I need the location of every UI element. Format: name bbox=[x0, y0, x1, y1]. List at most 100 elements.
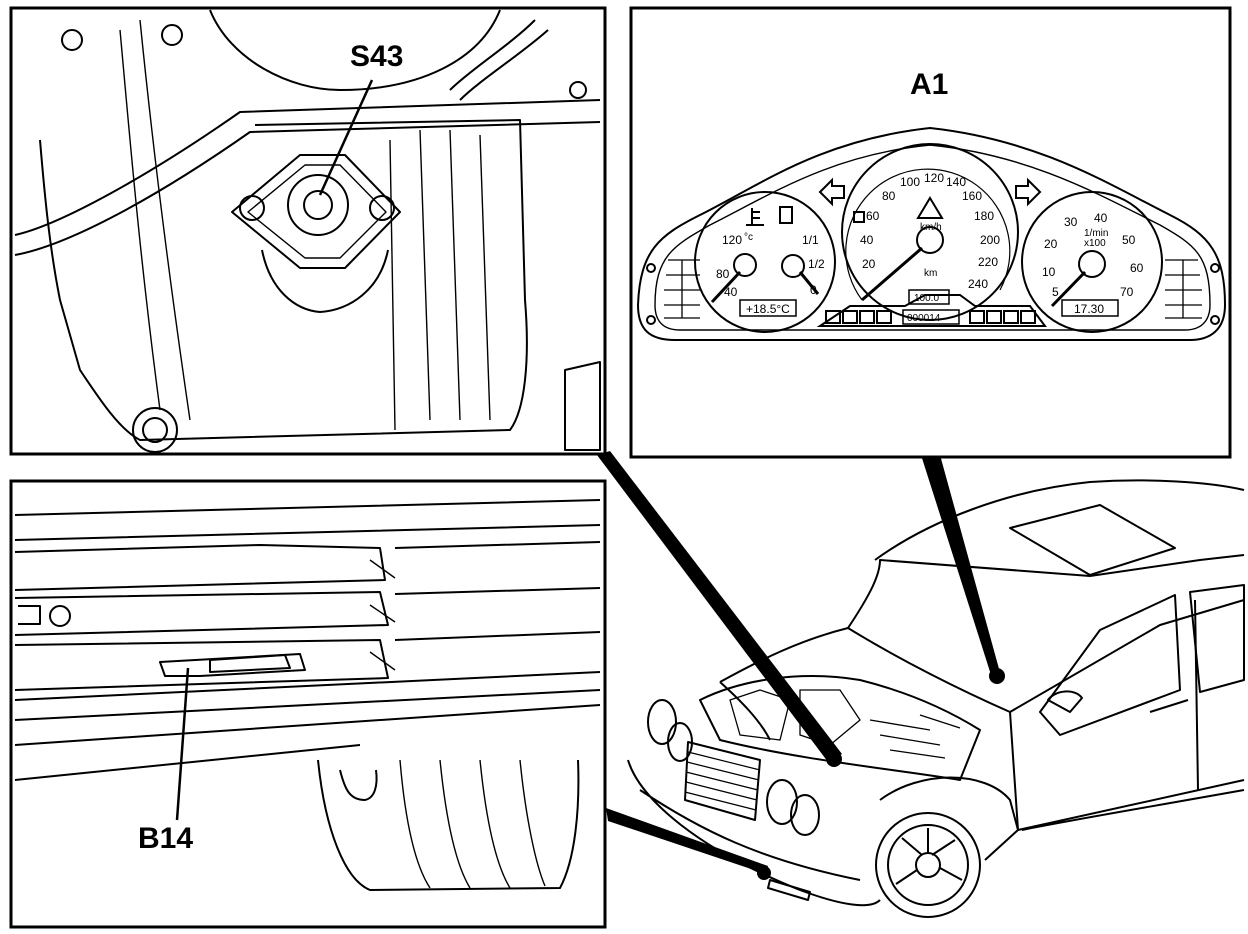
tacho-tick-70: 70 bbox=[1120, 285, 1134, 299]
label-b14: B14 bbox=[138, 822, 193, 855]
gauge-temp-needle bbox=[710, 270, 742, 304]
side-lamps-right bbox=[1165, 259, 1202, 319]
tacho-tick-20: 20 bbox=[1044, 237, 1058, 251]
car-grille bbox=[684, 741, 761, 821]
odometer-display bbox=[902, 309, 960, 325]
car-roof bbox=[874, 479, 1245, 561]
tacho-tick-40: 40 bbox=[1094, 211, 1108, 225]
cluster-screw-left-lower bbox=[646, 315, 656, 325]
b14-grille-bar-3 bbox=[14, 631, 601, 691]
temp-tick-80: 80 bbox=[716, 267, 730, 281]
car-headlight-left-inner bbox=[667, 722, 693, 762]
clock-readout: 17.30 bbox=[1074, 302, 1104, 316]
car-wheel-outer bbox=[875, 812, 981, 918]
warning-lamp-2 bbox=[842, 310, 858, 324]
gauge-tacho-hub bbox=[1078, 250, 1106, 278]
car-door-window bbox=[1039, 594, 1181, 736]
callout-dot-s43 bbox=[826, 751, 842, 767]
s43-drain-plug-inner bbox=[142, 417, 168, 443]
square-indicator-icon bbox=[853, 211, 865, 223]
speed-unit: km/h bbox=[920, 222, 942, 233]
leader-b14 bbox=[606, 808, 768, 874]
speed-tick-180: 180 bbox=[974, 209, 994, 223]
speed-tick-120: 120 bbox=[924, 171, 944, 185]
speed-tick-80: 80 bbox=[882, 189, 896, 203]
tacho-unit-top: 1/min bbox=[1084, 228, 1108, 239]
warning-lamp-4 bbox=[876, 310, 892, 324]
car-wheel-rim bbox=[887, 824, 969, 906]
b14-grille-joints bbox=[369, 559, 396, 671]
leader-s43 bbox=[597, 451, 842, 762]
car-hood bbox=[719, 627, 1011, 713]
car-headlight-left-outer bbox=[647, 699, 677, 745]
tacho-tick-5: 5 bbox=[1052, 285, 1059, 299]
fuel-tick-full: 1/1 bbox=[802, 233, 819, 247]
car-sunroof bbox=[1009, 504, 1176, 576]
gauge-speed-hub bbox=[916, 226, 944, 254]
gauge-tacho-needle bbox=[1050, 270, 1087, 308]
gauge-fuel-needle bbox=[798, 271, 820, 295]
gauge-temp-hub bbox=[733, 253, 757, 277]
warning-lamp-1 bbox=[825, 310, 841, 324]
car-headlight-right-inner bbox=[790, 794, 820, 836]
tacho-tick-50: 50 bbox=[1122, 233, 1136, 247]
b14-grille-bar-1 bbox=[14, 541, 601, 591]
car-door-line bbox=[1194, 599, 1199, 791]
warning-lamp-8 bbox=[1020, 310, 1036, 324]
s43-sensor-body bbox=[287, 174, 349, 236]
car-wheel-hub bbox=[915, 852, 941, 878]
s43-bolt-right bbox=[369, 195, 395, 221]
s43-bolt-left bbox=[239, 195, 265, 221]
gauge-speedometer bbox=[841, 143, 1019, 321]
label-a1: A1 bbox=[910, 68, 948, 101]
coolant-temp-icon bbox=[746, 208, 764, 226]
speed-tick-100: 100 bbox=[900, 175, 920, 189]
speed-tick-240: 240 bbox=[968, 277, 988, 291]
b14-bracket-left bbox=[18, 605, 41, 625]
speed-tick-160: 160 bbox=[962, 189, 982, 203]
warning-lamp-3 bbox=[859, 310, 875, 324]
s43-fitting-top bbox=[161, 24, 183, 46]
car-engine-details bbox=[729, 689, 961, 759]
warning-lamp-5 bbox=[969, 310, 985, 324]
speed-tick-140: 140 bbox=[946, 175, 966, 189]
b14-tire-edge bbox=[339, 769, 378, 801]
speed-tick-200: 200 bbox=[980, 233, 1000, 247]
trip-readout: 100.0 bbox=[914, 293, 939, 304]
b14-grille-bar-2 bbox=[14, 587, 601, 636]
temp-tick-40: 40 bbox=[724, 285, 738, 299]
cluster-screw-left bbox=[646, 263, 656, 273]
panel-b14: B14 bbox=[9, 479, 607, 929]
side-lamps-left bbox=[664, 259, 700, 319]
car-front-fender bbox=[879, 776, 1019, 861]
speed-tick-220: 220 bbox=[978, 255, 998, 269]
gauge-temp-fuel bbox=[694, 191, 836, 333]
warning-triangle-icon bbox=[916, 196, 944, 219]
s43-leader-line bbox=[318, 79, 374, 196]
temp-unit: °c bbox=[744, 232, 753, 243]
s43-sensor-core bbox=[303, 190, 333, 220]
panel-s43-frame bbox=[9, 6, 607, 456]
s43-drain-plug bbox=[132, 407, 178, 453]
speed-tick-60: 60 bbox=[866, 209, 880, 223]
car-engine-bay bbox=[699, 675, 981, 781]
panel-a1-frame bbox=[629, 6, 1232, 459]
fuel-tick-half: 1/2 bbox=[808, 257, 825, 271]
panel-s43: S43 bbox=[9, 6, 607, 456]
b14-tire-treads bbox=[399, 759, 546, 889]
b14-leader-line bbox=[175, 667, 190, 821]
turn-signal-left-icon bbox=[818, 177, 845, 207]
trip-display bbox=[908, 289, 950, 305]
turn-signal-right-icon bbox=[1015, 177, 1042, 207]
tacho-tick-10: 10 bbox=[1042, 265, 1056, 279]
speed-tick-40: 40 bbox=[860, 233, 874, 247]
speed-tick-20: 20 bbox=[862, 257, 876, 271]
car-headlight-right-outer bbox=[766, 779, 798, 825]
callout-dot-a1 bbox=[989, 668, 1005, 684]
s43-oil-pan bbox=[39, 119, 528, 441]
cluster-screw-right bbox=[1210, 263, 1220, 273]
outside-temp-readout: +18.5°C bbox=[746, 302, 790, 316]
s43-pan-ribs bbox=[119, 19, 491, 431]
clock-display bbox=[1061, 299, 1119, 317]
